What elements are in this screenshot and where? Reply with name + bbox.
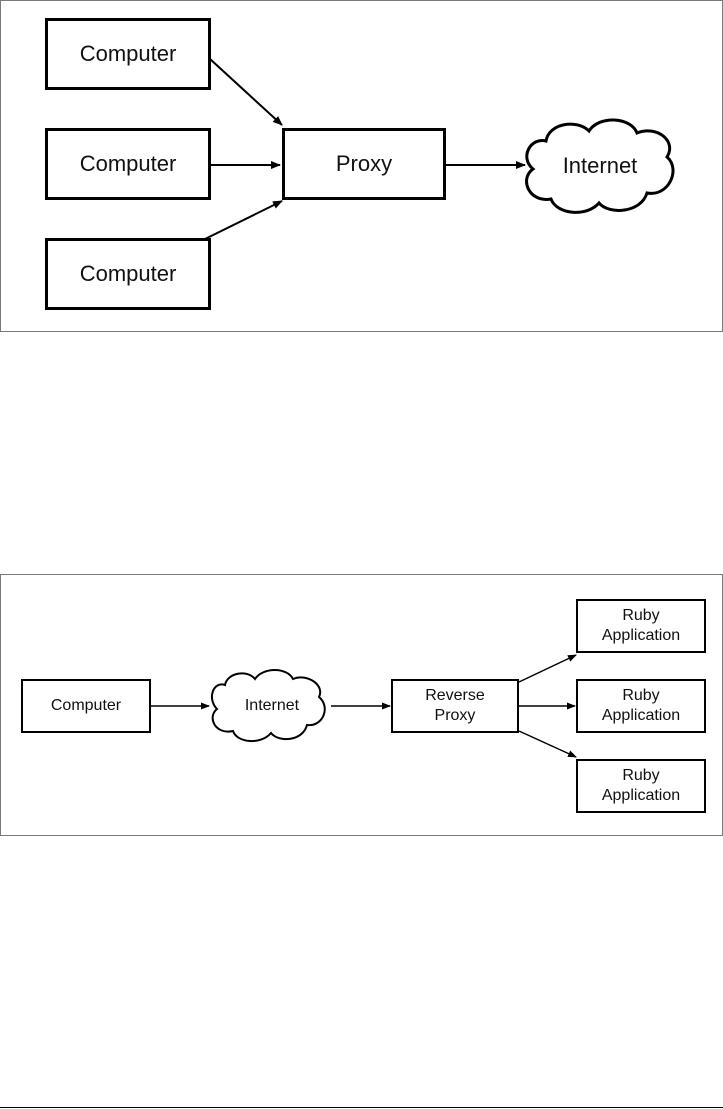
reverse-proxy-label-line1: Reverse [425,687,485,704]
arrow-reverse-proxy-to-app3 [518,730,577,758]
page-bottom-rule [0,1107,723,1108]
reverse-proxy-label-line2: Proxy [434,707,476,724]
app-label-line1: Ruby [622,687,660,704]
computer-box: Computer [21,679,151,733]
app-label-line2: Application [601,787,681,804]
forward-proxy-connectors [204,58,675,240]
arrow-reverse-proxy-to-app1 [518,654,577,683]
app-label-line2: Application [601,627,681,644]
arrow-computer1-to-proxy [209,58,283,126]
ruby-application-box-1: Ruby Application [576,599,706,653]
internet-label: Internet [562,153,638,178]
arrow-computer3-to-proxy [204,200,283,240]
ruby-application-box-3: Ruby Application [576,759,706,813]
internet-cloud-shape [525,118,675,214]
computer-label: Computer [50,697,122,714]
forward-proxy-diagram: Computer Computer Computer Proxy Interne… [0,0,723,332]
ruby-application-box-2: Ruby Application [576,679,706,733]
reverse-proxy-diagram: Computer Internet Reverse Proxy Ruby App… [0,574,723,836]
reverse-proxy-connectors [150,654,577,758]
internet-cloud-shape [210,669,326,742]
reverse-proxy-box: Reverse Proxy [391,679,519,733]
computer-label: Computer [79,261,177,286]
computer-label: Computer [79,151,177,176]
internet-label: Internet [244,697,300,714]
computer-box-2: Computer [45,128,211,200]
app-label-line2: Application [601,707,681,724]
app-label-line1: Ruby [622,767,660,784]
computer-label: Computer [79,41,177,66]
computer-box-1: Computer [45,18,211,90]
proxy-label: Proxy [335,151,393,176]
app-label-line1: Ruby [622,607,660,624]
computer-box-3: Computer [45,238,211,310]
proxy-box: Proxy [282,128,446,200]
